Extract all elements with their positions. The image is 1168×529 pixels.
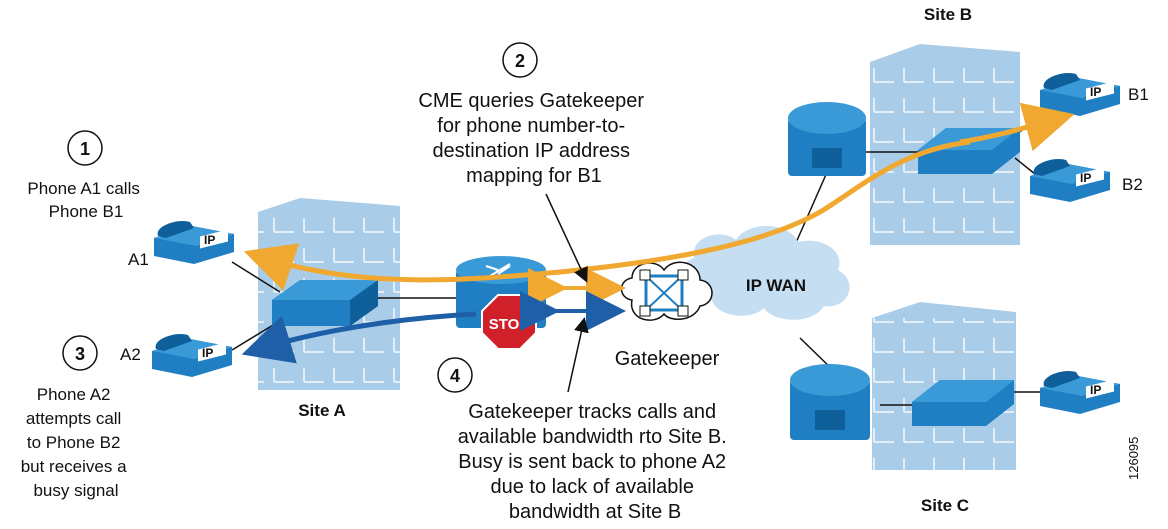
phone-a2-icon (152, 333, 232, 377)
stop-sign: STOP (481, 294, 537, 350)
call-path-b1-end (959, 102, 1075, 152)
phone-c-ip-badge: IP (1090, 383, 1101, 397)
step-4-text: Gatekeeper tracks calls and available ba… (458, 401, 733, 523)
phone-b2-icon (1030, 158, 1110, 202)
site-a-label: Site A (298, 401, 346, 420)
gatekeeper-device: Gatekeeper (615, 261, 720, 370)
busy-path-a2 (241, 311, 477, 364)
svg-text:4: 4 (450, 366, 460, 386)
phone-c-icon (1040, 370, 1120, 414)
gatekeeper-label: Gatekeeper (615, 348, 720, 370)
step-1-badge: 1 (67, 130, 103, 166)
step-3-badge: 3 (62, 335, 98, 371)
phone-b2-label: B2 (1122, 175, 1143, 194)
site-c-label: Site C (921, 496, 969, 515)
phone-b1-label: B1 (1128, 85, 1149, 104)
phone-a1-ip-badge: IP (204, 233, 215, 247)
svg-text:1: 1 (80, 139, 90, 159)
step-2-badge: 2 (502, 42, 538, 78)
step4-pointer (567, 317, 589, 393)
call-path-a1-b1 (243, 139, 971, 291)
step2-pointer (545, 193, 588, 283)
site-a-switch (272, 280, 378, 326)
site-b-label: Site B (924, 5, 972, 24)
ip-wan-label: IP WAN (746, 276, 806, 295)
svg-text:2: 2 (515, 51, 525, 71)
phone-b1-icon (1040, 72, 1120, 116)
phone-a2-label: A2 (120, 345, 141, 364)
phone-a1-label: A1 (128, 250, 149, 269)
step-2-text: CME queries Gatekeeper for phone number-… (418, 90, 649, 187)
site-b-router (788, 102, 866, 176)
phone-b2-ip-badge: IP (1080, 171, 1091, 185)
step-1-text: Phone A1 calls Phone B1 (27, 179, 144, 221)
step-3-text: Phone A2 attempts call to Phone B2 but r… (21, 385, 132, 500)
stop-label: STOP (489, 316, 530, 333)
phone-a1-icon (154, 220, 234, 264)
site-c-switch (912, 380, 1014, 426)
ip-wan-cloud: IP WAN (680, 225, 850, 320)
svg-text:3: 3 (75, 344, 85, 364)
site-c-router (790, 364, 870, 440)
step-4-badge: 4 (437, 357, 473, 393)
figure-id: 126095 (1126, 437, 1141, 480)
phone-b1-ip-badge: IP (1090, 85, 1101, 99)
phone-a2-ip-badge: IP (202, 346, 213, 360)
